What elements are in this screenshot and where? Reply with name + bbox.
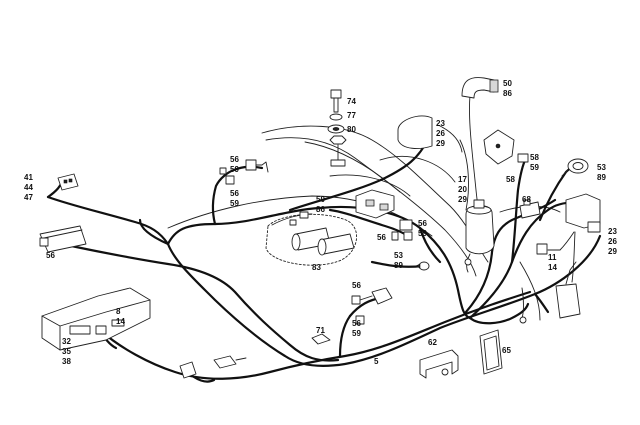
probe-53-89 bbox=[415, 261, 430, 271]
roof-pad-right bbox=[565, 193, 601, 233]
callout-c-32-35-38-line-2: 38 bbox=[62, 357, 71, 366]
bracket-62 bbox=[419, 349, 459, 379]
bolt-stack bbox=[327, 89, 347, 167]
callout-c-23-26-29-top-line-0: 23 bbox=[436, 119, 445, 128]
callout-c-56-lower-a-line-0: 56 bbox=[352, 281, 361, 290]
callout-c-56-59-top-line-0: 56 bbox=[230, 155, 239, 164]
callout-c-23-26-29-top-line-1: 26 bbox=[436, 129, 445, 138]
callout-c-17-20-29-line-2: 29 bbox=[458, 195, 467, 204]
callout-c-23-26-29-top-line-2: 29 bbox=[436, 139, 445, 148]
grommet-right bbox=[561, 158, 589, 177]
callout-c-50-86-mid-line-1: 86 bbox=[316, 205, 325, 214]
callout-c-8-14-line-1: 14 bbox=[116, 317, 125, 326]
callout-c-62-line-0: 62 bbox=[428, 338, 437, 347]
callout-c-56-59-top-line-1: 59 bbox=[230, 165, 239, 174]
motor-group-83 bbox=[265, 211, 357, 266]
sensor-11-14 bbox=[536, 243, 581, 319]
callout-c-56-59-center-line-1: 59 bbox=[418, 229, 427, 238]
main-harness bbox=[46, 136, 602, 383]
callout-c-56-59-center-line-0: 56 bbox=[418, 219, 427, 228]
connector-56-59-center bbox=[391, 219, 413, 241]
callout-c-68-line-0: 68 bbox=[522, 195, 531, 204]
callout-c-53-89-center-line-1: 89 bbox=[394, 261, 403, 270]
callout-c-32-35-38-line-1: 35 bbox=[62, 347, 71, 356]
callout-c-56-59-left-line-0: 56 bbox=[230, 189, 239, 198]
callout-c-65-line-0: 65 bbox=[502, 346, 511, 355]
switch-56-59-lower bbox=[351, 287, 393, 325]
callout-c-83-line-0: 83 bbox=[312, 263, 321, 272]
callout-c-50-86-mid-line-0: 50 bbox=[316, 195, 325, 204]
connector-block-56 bbox=[39, 225, 87, 253]
clip-71 bbox=[311, 333, 331, 345]
callout-c-23-26-29-right-line-2: 29 bbox=[608, 247, 617, 256]
callout-c-8-14-line-0: 8 bbox=[116, 307, 121, 316]
callout-c-32-35-38-line-0: 32 bbox=[62, 337, 71, 346]
roof-pad-top bbox=[397, 115, 433, 149]
callout-c-41-44-47-line-1: 44 bbox=[24, 183, 33, 192]
callout-c-56-left-line-0: 56 bbox=[46, 251, 55, 260]
callout-c-56-59-lower-line-1: 59 bbox=[352, 329, 361, 338]
callout-c-17-20-29-line-0: 17 bbox=[458, 175, 467, 184]
callout-c-41-44-47-line-0: 41 bbox=[24, 173, 33, 182]
bracket-58-59 bbox=[483, 129, 529, 165]
callout-labels: 5086747780232629565956594144475650868356… bbox=[24, 79, 617, 366]
callout-c-53-89-center-line-0: 53 bbox=[394, 251, 403, 260]
callout-c-11-14-line-0: 11 bbox=[548, 253, 557, 262]
callout-c-17-20-29-line-1: 20 bbox=[458, 185, 467, 194]
callout-c-56-small-line-0: 56 bbox=[377, 233, 386, 242]
callout-c-74-line-0: 74 bbox=[347, 97, 356, 106]
callout-c-58-59-line-1: 59 bbox=[530, 163, 539, 172]
callout-c-53-89-right-line-1: 89 bbox=[597, 173, 606, 182]
ground-terminal bbox=[464, 258, 527, 324]
callout-c-50-86-top-line-1: 86 bbox=[503, 89, 512, 98]
relay-68 bbox=[519, 199, 541, 219]
connector-56-59-top bbox=[219, 159, 269, 185]
callout-c-50-86-top-line-0: 50 bbox=[503, 79, 512, 88]
callout-c-23-26-29-right-line-1: 26 bbox=[608, 237, 617, 246]
hose-elbow bbox=[461, 77, 499, 99]
switch-cluster bbox=[355, 189, 395, 219]
callout-c-53-89-right-line-0: 53 bbox=[597, 163, 606, 172]
callout-c-41-44-47-line-2: 47 bbox=[24, 193, 33, 202]
round-plug bbox=[179, 355, 247, 379]
mount-65 bbox=[479, 329, 503, 375]
callout-c-58-line-0: 58 bbox=[506, 175, 515, 184]
callout-c-71-line-0: 71 bbox=[316, 326, 325, 335]
callout-c-77-line-0: 77 bbox=[347, 111, 356, 120]
callout-c-58-59-line-0: 58 bbox=[530, 153, 539, 162]
fluid-reservoir bbox=[465, 199, 495, 255]
callout-c-56-59-left-line-1: 59 bbox=[230, 199, 239, 208]
connector-41-44-47 bbox=[57, 173, 79, 191]
callout-c-56-59-lower-line-0: 56 bbox=[352, 319, 361, 328]
control-unit bbox=[41, 287, 151, 351]
callout-c-23-26-29-right-line-0: 23 bbox=[608, 227, 617, 236]
callout-c-5-line-0: 5 bbox=[374, 357, 379, 366]
callout-c-80-line-0: 80 bbox=[347, 125, 356, 134]
callout-c-11-14-line-1: 14 bbox=[548, 263, 557, 272]
